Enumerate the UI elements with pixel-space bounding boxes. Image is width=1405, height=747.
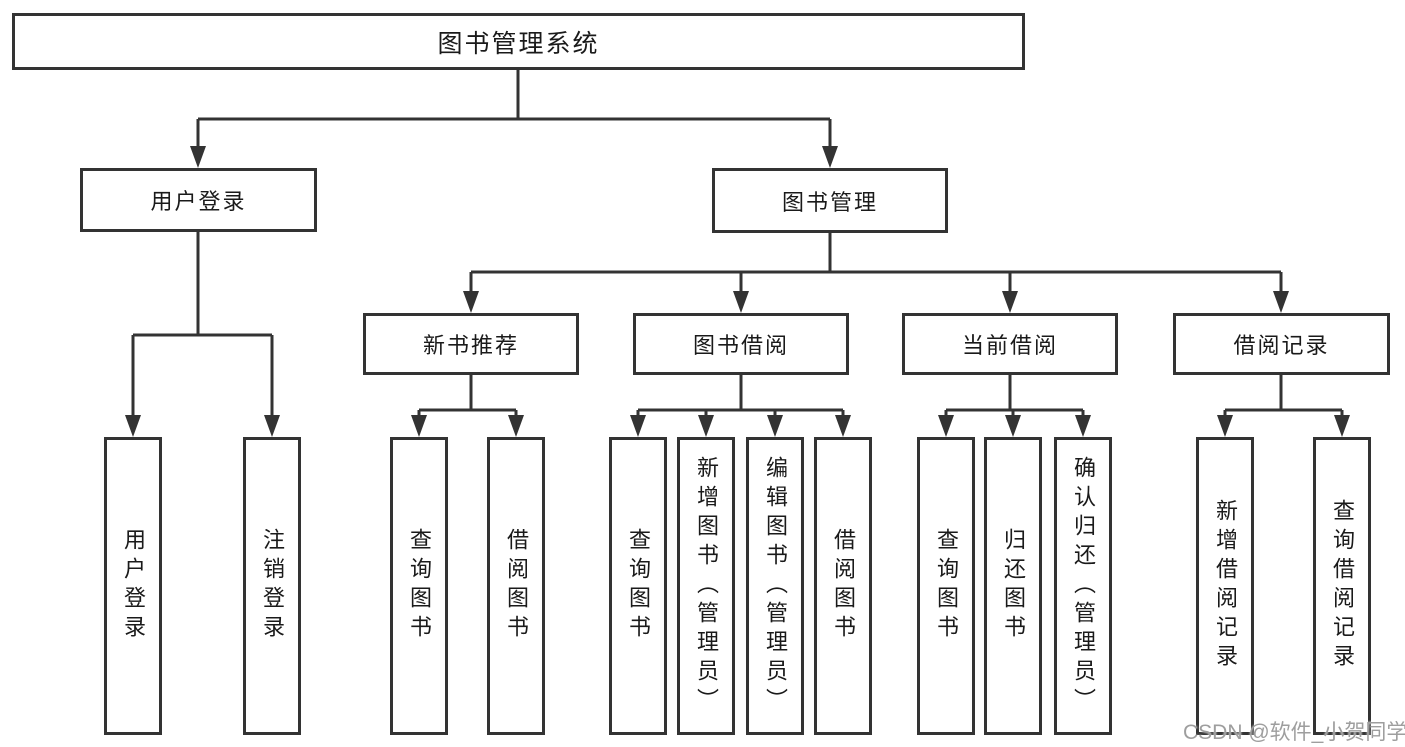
- leaf-query-books-recommend-label: 查询图书: [407, 528, 432, 644]
- node-user-login-label: 用户登录: [150, 189, 247, 214]
- node-book-borrow-label: 图书借阅: [692, 333, 789, 358]
- leaf-query-books-recommend: 查询图书: [390, 437, 448, 735]
- leaf-user-login: 用户登录: [104, 437, 162, 735]
- leaf-edit-books-admin: 编辑图书（管理员）: [746, 437, 804, 735]
- leaf-query-borrow-record-label: 查询借阅记录: [1330, 499, 1355, 673]
- leaf-add-borrow-record-label: 新增借阅记录: [1213, 499, 1238, 673]
- leaf-query-books-current-label: 查询图书: [934, 528, 959, 644]
- node-borrow-records: 借阅记录: [1173, 313, 1390, 375]
- leaf-add-borrow-record: 新增借阅记录: [1196, 437, 1254, 735]
- leaf-add-books-admin: 新增图书（管理员）: [677, 437, 735, 735]
- node-book-management: 图书管理: [712, 168, 948, 233]
- leaf-logout-label: 注销登录: [260, 528, 285, 644]
- leaf-borrow-books-borrow: 借阅图书: [814, 437, 872, 735]
- arrowheads: [125, 146, 1350, 437]
- leaf-borrow-books-recommend-label: 借阅图书: [504, 528, 529, 644]
- node-user-login: 用户登录: [80, 168, 317, 232]
- leaf-logout: 注销登录: [243, 437, 301, 735]
- leaf-confirm-return-admin-label: 确认归还（管理员）: [1071, 455, 1096, 717]
- node-new-book-recommend: 新书推荐: [363, 313, 579, 375]
- leaf-query-books-current: 查询图书: [917, 437, 975, 735]
- watermark-text: CSDN @软件_小贺同学: [1183, 721, 1405, 744]
- leaf-add-books-admin-label: 新增图书（管理员）: [694, 455, 719, 717]
- node-current-borrow-label: 当前借阅: [961, 333, 1058, 358]
- node-root-label: 图书管理系统: [437, 29, 600, 58]
- node-new-book-recommend-label: 新书推荐: [422, 333, 519, 358]
- leaf-query-borrow-record: 查询借阅记录: [1313, 437, 1371, 735]
- leaf-borrow-books-borrow-label: 借阅图书: [831, 528, 856, 644]
- leaf-return-books: 归还图书: [984, 437, 1042, 735]
- leaf-query-books-borrow-label: 查询图书: [626, 528, 651, 644]
- node-book-management-label: 图书管理: [781, 189, 878, 215]
- leaf-user-login-label: 用户登录: [121, 528, 146, 644]
- node-current-borrow: 当前借阅: [902, 313, 1118, 375]
- leaf-borrow-books-recommend: 借阅图书: [487, 437, 545, 735]
- leaf-query-books-borrow: 查询图书: [609, 437, 667, 735]
- node-root: 图书管理系统: [12, 13, 1025, 70]
- leaf-edit-books-admin-label: 编辑图书（管理员）: [763, 455, 788, 717]
- leaf-return-books-label: 归还图书: [1001, 528, 1026, 644]
- node-borrow-records-label: 借阅记录: [1233, 333, 1330, 358]
- node-book-borrow: 图书借阅: [633, 313, 849, 375]
- leaf-confirm-return-admin: 确认归还（管理员）: [1054, 437, 1112, 735]
